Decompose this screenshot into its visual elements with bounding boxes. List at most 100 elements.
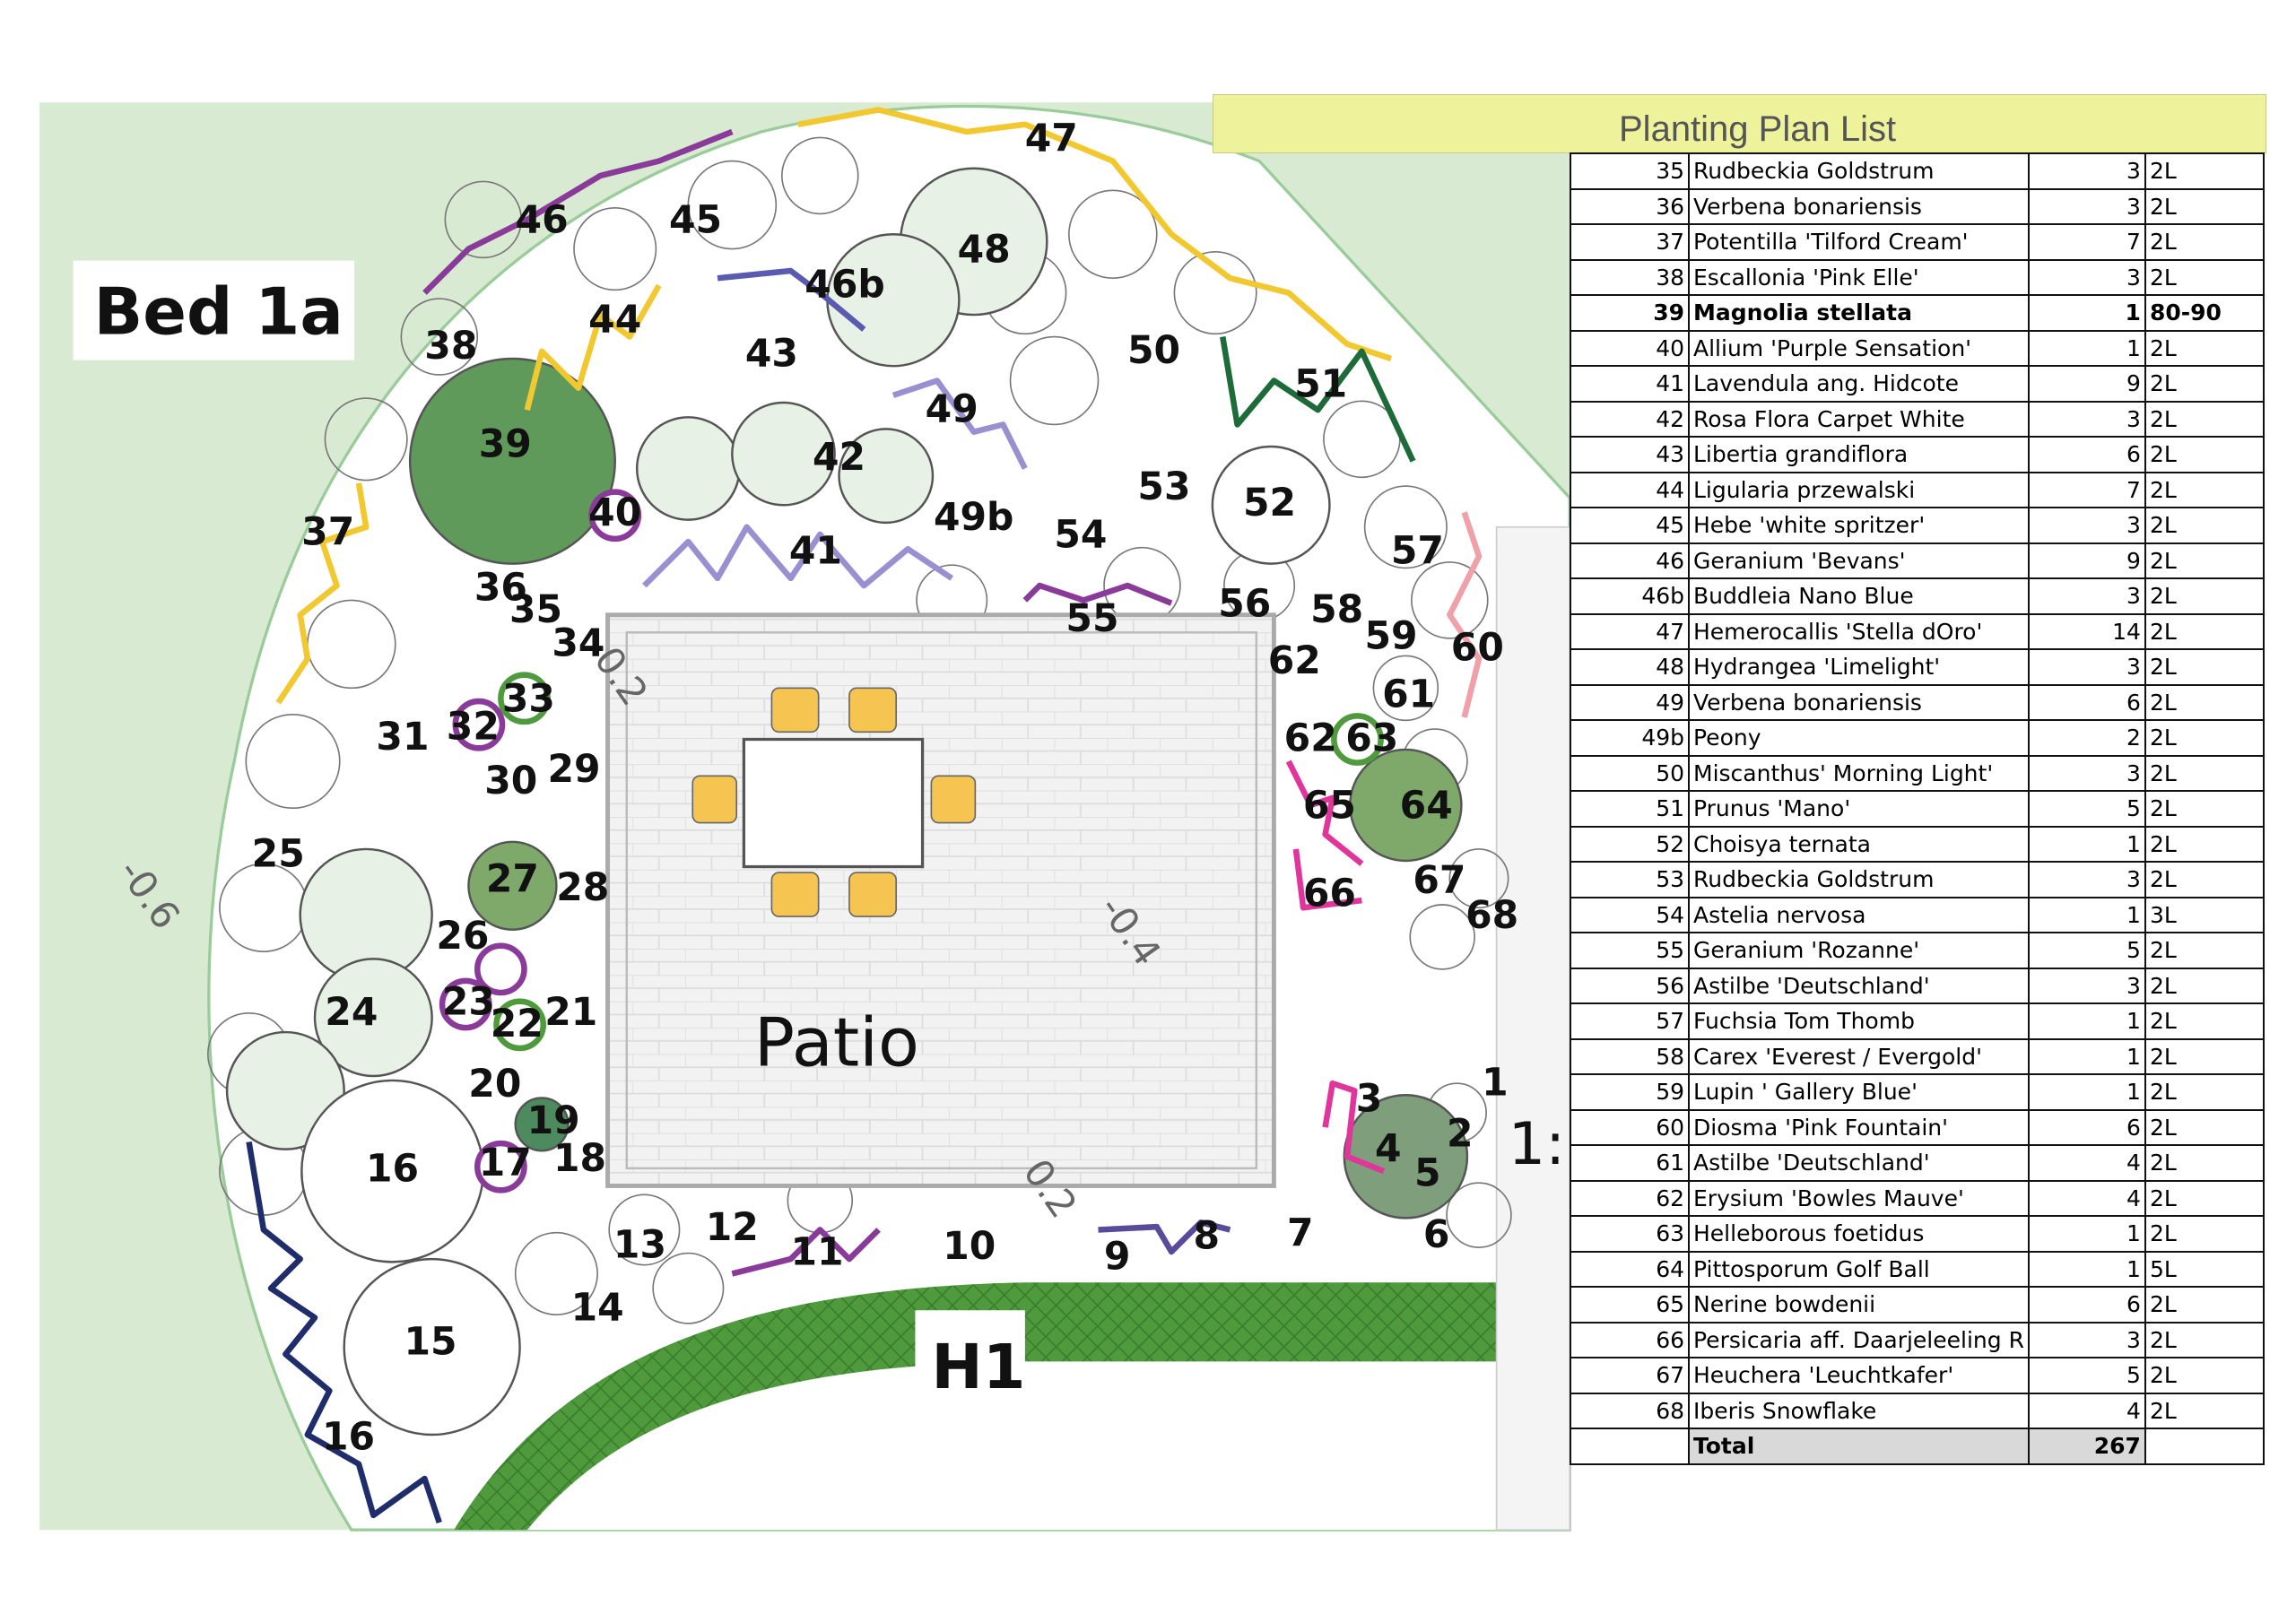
plant-drift-44 [524,283,662,411]
plant-number: 67 [1570,1357,1690,1394]
plant-quantity: 4 [2027,1392,2146,1429]
plant-name: Hebe 'white spritzer' [1688,507,2030,544]
pot-size: 2L [2144,258,2265,296]
plant-circle [1411,561,1489,639]
pot-size: 2L [2144,932,2265,969]
pot-size: 2L [2144,1144,2265,1182]
plant-drift-41 [642,524,954,589]
title-band: Planting Plan List [1213,94,2266,153]
table-title: Planting Plan List [1619,109,1897,149]
hedge-label-box [915,1310,1025,1395]
plant-circle [245,713,341,810]
plant-quantity: 7 [2027,223,2146,261]
plant-name: Helleborous foetidus [1688,1215,2030,1253]
plant-circle [514,1231,598,1315]
plant-number-label: 45 [669,199,722,243]
plant-quantity: 3 [2027,258,2146,296]
plant-number-label: 28 [556,866,609,910]
plant-name: Escallonia 'Pink Elle' [1688,258,2030,296]
plant-number-label: 12 [706,1206,759,1250]
plant-name: Peony [1688,719,2030,757]
plant-drift-66 [1292,848,1362,911]
pot-size: 2L [2144,612,2265,650]
pot-size: 2L [2144,861,2265,898]
plant-number: 51 [1570,790,1690,828]
plant-number: 35 [1570,152,1690,190]
pot-size: 2L [2144,365,2265,403]
plant-quantity: 3 [2027,507,2146,544]
pot-size: 2L [2144,1108,2265,1146]
plant-circle [781,136,859,215]
plant-number-label: 58 [1310,588,1363,632]
pot-size: 2L [2144,400,2265,438]
plant-number-label: 44 [588,299,641,343]
plant-quantity: 5 [2027,932,2146,969]
plant-circle [324,397,408,482]
plant-name: Prunus 'Mano' [1688,790,2030,828]
chair [770,872,820,917]
total-quantity: 267 [2027,1428,2146,1465]
plant-name: Iberis Snowflake [1688,1392,2030,1429]
plant-number: 55 [1570,932,1690,969]
plant-name: Hydrangea 'Limelight' [1688,648,2030,686]
pot-size: 2L [2144,577,2265,615]
total-label: Total [1688,1428,2030,1465]
plant-number: 46b [1570,577,1690,615]
pot-size: 2L [2144,152,2265,190]
bulb-ring [474,942,527,996]
plant-number: 64 [1570,1250,1690,1288]
pot-size: 2L [2144,1392,2265,1429]
plant-circle [573,207,657,291]
bed-label: Bed 1a [93,273,343,349]
plant-quantity: 1 [2027,896,2146,933]
plant-number-label: 46 [516,199,569,243]
plant-number-label: 57 [1391,530,1444,574]
plant-number-label: 38 [424,325,477,369]
plant-name: Pittosporum Golf Ball [1688,1250,2030,1288]
pot-size: 80-90 [2144,294,2265,332]
plant-number-label: 68 [1465,894,1518,938]
plant-number-label: 40 [588,491,641,535]
plant-quantity: 1 [2027,294,2146,332]
plant-number-label: 65 [1303,785,1356,829]
plant-drift-37 [275,482,370,705]
pot-size: 2L [2144,542,2265,579]
shrub-symbol [838,428,935,525]
plant-number-label: 27 [486,857,539,901]
plant-circle [687,160,778,250]
plant-number: 60 [1570,1108,1690,1146]
pot-size: 2L [2144,1179,2265,1217]
plant-number-label: 29 [547,748,600,792]
plant-name: Geranium 'Bevans' [1688,542,2030,579]
plant-number-label: 48 [958,228,1011,272]
plant-number: 48 [1570,648,1690,686]
pot-size: 2L [2144,719,2265,757]
plant-number-label: 62 [1284,717,1337,761]
plant-number: 49b [1570,719,1690,757]
plant-number: 37 [1570,223,1690,261]
plant-drift-12 [731,1227,881,1277]
plant-name: Lavendula ang. Hidcote [1688,365,2030,403]
plant-number-label: 50 [1127,329,1180,373]
plant-drift-3 [1322,1080,1386,1175]
hedge-h1 [454,1282,1497,1531]
pot-size: 2L [2144,683,2265,721]
plant-name: Rudbeckia Goldstrum [1688,861,2030,898]
plant-drift-46b [717,267,866,332]
plant-number: 66 [1570,1321,1690,1358]
plant-quantity: 1 [2027,1037,2146,1075]
plant-number-label: 49b [934,496,1013,540]
plant-number: 45 [1570,507,1690,544]
plant-name: Buddleia Nano Blue [1688,577,2030,615]
plant-name: Rudbeckia Goldstrum [1688,152,2030,190]
plant-number-label: 6 [1423,1213,1450,1257]
